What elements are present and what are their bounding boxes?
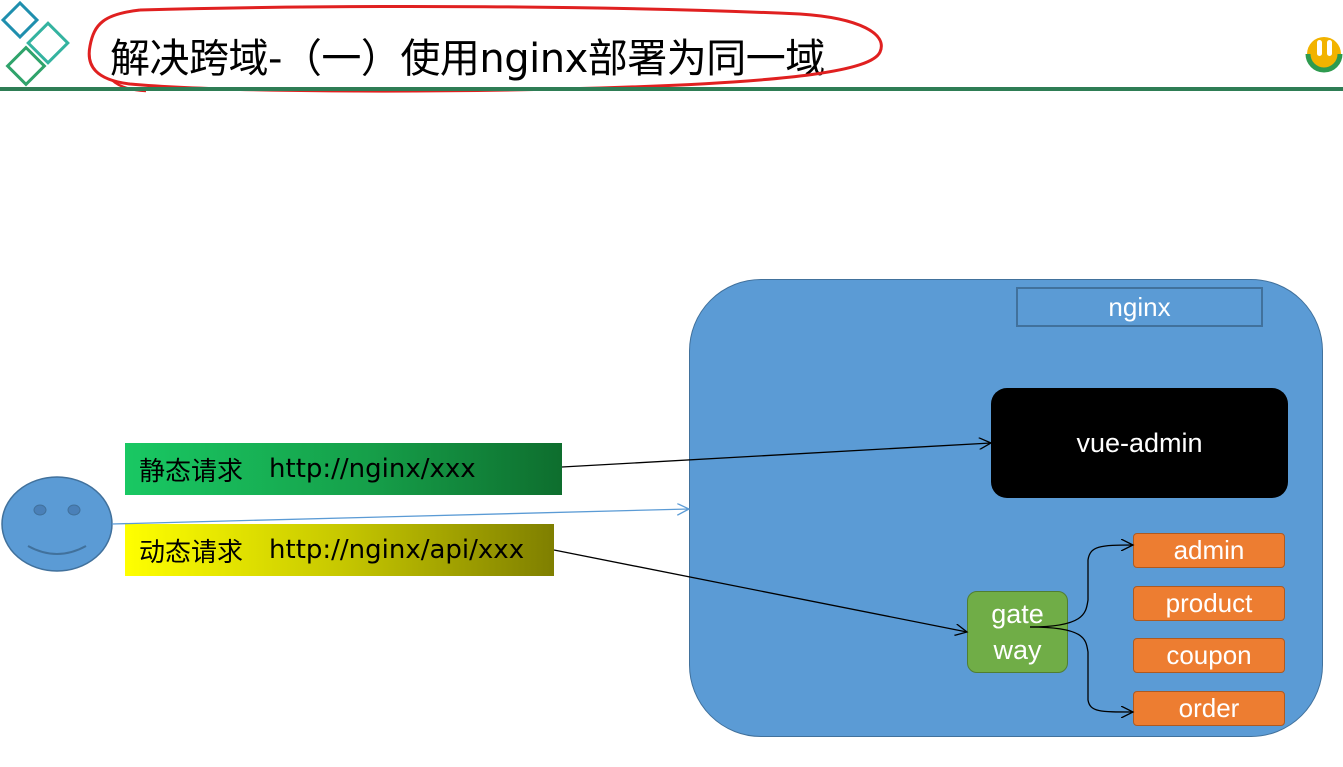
- service-coupon: coupon: [1133, 638, 1285, 673]
- gateway-node: gate way: [967, 591, 1068, 673]
- header-divider: [0, 87, 1343, 91]
- dynamic-request-arrow: [553, 549, 967, 632]
- dynamic-request-url: http://nginx/api/xxx: [269, 535, 525, 565]
- page-title: 解决跨域-（一）使用nginx部署为同一域: [110, 36, 825, 82]
- static-request-bar: 静态请求 http://nginx/xxx: [125, 443, 562, 495]
- static-request-label: 静态请求: [139, 456, 244, 487]
- vue-admin-node: vue-admin: [991, 388, 1288, 498]
- gateway-label-line-2: way: [993, 635, 1042, 665]
- gateway-label-line-1: gate: [991, 599, 1044, 629]
- diamond-logo-icon: [0, 0, 70, 87]
- service-admin: admin: [1133, 533, 1285, 568]
- dynamic-request-bar: 动态请求 http://nginx/api/xxx: [125, 524, 554, 576]
- service-product: product: [1133, 586, 1285, 621]
- user-to-nginx-arrow: [111, 509, 689, 525]
- gateway-to-order-arrow: [1029, 626, 1133, 712]
- brand-u-logo-icon: [1305, 37, 1343, 73]
- gateway-to-admin-arrow: [1029, 545, 1133, 628]
- dynamic-request-label: 动态请求: [139, 537, 244, 568]
- service-order: order: [1133, 691, 1285, 726]
- static-request-url: http://nginx/xxx: [269, 454, 476, 484]
- nginx-label: nginx: [1016, 287, 1263, 327]
- static-request-arrow: [561, 443, 991, 468]
